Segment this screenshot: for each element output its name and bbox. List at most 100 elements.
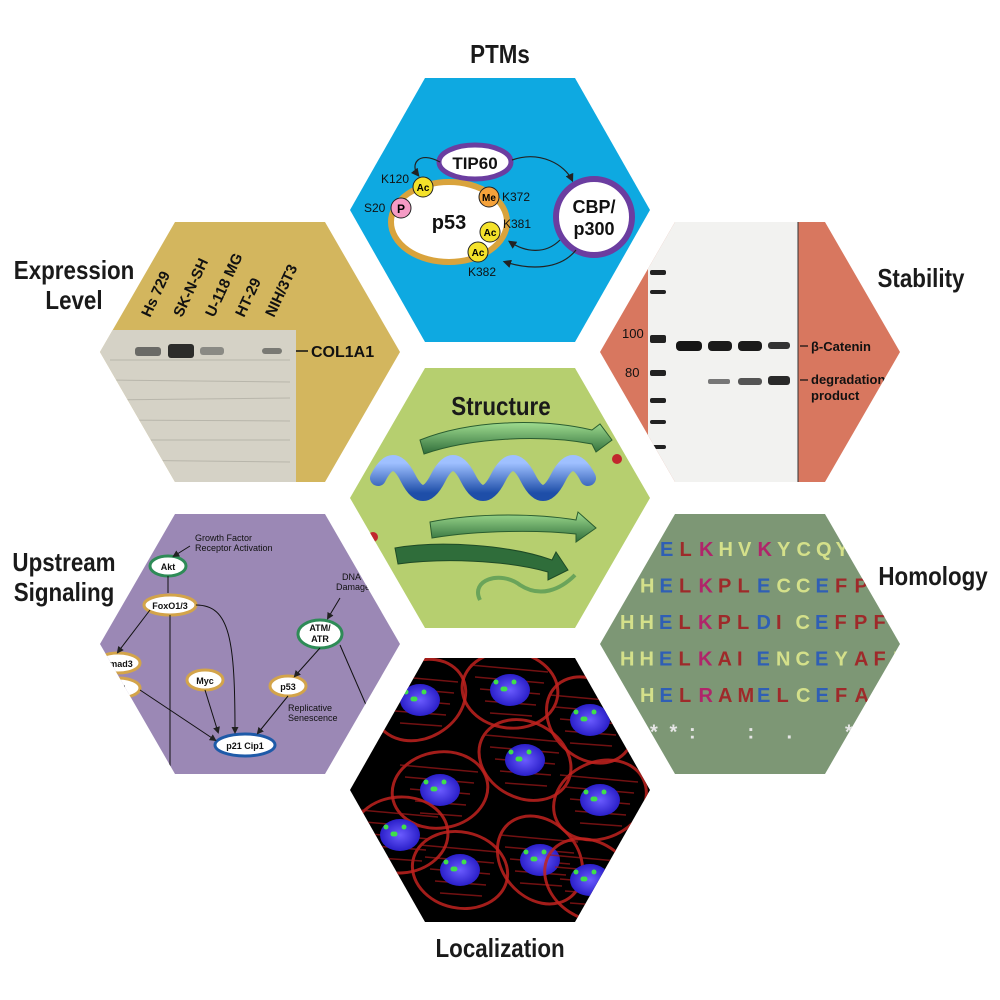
green-punctum	[511, 679, 517, 685]
green-punctum	[461, 859, 467, 865]
green-punctum	[443, 859, 449, 865]
node-growth-factor: Growth Factor	[195, 533, 252, 543]
catenin-band-2	[708, 341, 732, 351]
residue: K	[758, 539, 773, 561]
green-punctum	[591, 709, 597, 715]
nucleus	[440, 854, 480, 886]
loop-strand	[476, 573, 577, 601]
actin-fiber	[504, 782, 548, 787]
ladder-lane	[650, 270, 666, 449]
site-k372: K372	[502, 190, 530, 204]
green-punctum	[390, 831, 396, 837]
node-dna: DNA	[342, 572, 361, 582]
residue: C	[796, 576, 810, 598]
actin-fiber	[559, 774, 639, 783]
node-akt: Akt	[161, 562, 176, 572]
ac-bead-k381	[479, 221, 501, 243]
nucleus	[400, 684, 440, 716]
me-bead	[478, 186, 500, 208]
catenin-band-1	[676, 341, 702, 351]
label-ptms: PTMs	[470, 39, 530, 69]
helix	[370, 455, 596, 501]
label-upstream: Upstream Signaling	[12, 547, 115, 608]
actin-fiber	[439, 892, 483, 897]
residue: P	[718, 576, 731, 598]
residue: I	[776, 612, 782, 634]
node-myc: Myc	[196, 676, 214, 686]
residue: F	[835, 685, 847, 707]
residue: F	[874, 685, 886, 707]
ptms-panel: p53 TIP60 CBP/ p300 P Ac Me Ac Ac K120 S…	[350, 78, 650, 342]
degr-band-3	[738, 378, 762, 385]
green-punctum	[573, 709, 579, 715]
cell-body	[477, 718, 573, 802]
green-punctum	[515, 756, 521, 762]
residue: M	[738, 685, 755, 707]
residue: K	[698, 649, 713, 671]
ligand-ball-right	[612, 454, 622, 464]
residue: E	[816, 685, 829, 707]
residue: H	[640, 649, 654, 671]
localization-panel	[350, 658, 650, 922]
residue: C	[796, 612, 810, 634]
node-p21: p21 Cip1	[226, 741, 264, 751]
residue: F	[874, 612, 886, 634]
col1a1-label: COL1A1	[311, 344, 374, 361]
actin-fiber	[579, 822, 623, 827]
actin-fiber	[399, 764, 479, 773]
node-p53: p53	[280, 682, 296, 692]
residue: E	[757, 649, 770, 671]
green-punctum	[383, 824, 389, 830]
residue: L	[679, 576, 691, 598]
residue: L	[679, 649, 691, 671]
residue: C	[796, 649, 810, 671]
residue: G	[893, 612, 909, 634]
green-punctum	[591, 869, 597, 875]
upstream-panel: Growth Factor Receptor Activation Akt Fo…	[100, 514, 400, 774]
residue: K	[699, 539, 714, 561]
residue: N	[776, 649, 790, 671]
green-punctum	[421, 689, 427, 695]
residue: H	[640, 612, 654, 634]
residue: H	[719, 539, 733, 561]
green-punctum	[601, 789, 607, 795]
nucleus	[570, 704, 610, 736]
residue: *	[650, 722, 658, 744]
cbp-circle	[553, 176, 635, 258]
residue: C	[777, 576, 791, 598]
label-expression-line1: Expression	[13, 255, 135, 285]
residue: :	[865, 722, 872, 744]
stability-panel: 100 80 β-Catenin degradation product	[600, 222, 900, 482]
residue: :	[884, 722, 891, 744]
residue: N	[893, 649, 907, 671]
label-upstream-line2: Signaling	[13, 576, 115, 607]
band-lane-2	[168, 344, 194, 358]
residue: L	[680, 539, 692, 561]
green-punctum	[573, 869, 579, 875]
label-localization: Localization	[435, 933, 565, 963]
green-punctum	[430, 786, 436, 792]
structure-panel	[350, 368, 650, 628]
residue: C	[796, 685, 810, 707]
green-punctum	[401, 824, 407, 830]
cell-body	[495, 814, 585, 906]
residue: H	[620, 649, 634, 671]
cell-image	[350, 658, 648, 922]
expression-panel: Hs 729 SK-N-SH U-118 MG HT-29 NIH/3T3 CO…	[100, 222, 400, 482]
green-punctum	[583, 789, 589, 795]
site-s20: S20	[364, 201, 386, 215]
marker-80: 80	[625, 365, 639, 380]
band-lane-5	[262, 348, 282, 354]
beta-sheet-mid	[429, 511, 597, 543]
residue: E	[659, 612, 672, 634]
residue: D	[757, 612, 771, 634]
residue: E	[815, 612, 828, 634]
label-homology: Homology	[878, 561, 988, 591]
beta-sheet-low	[394, 543, 569, 581]
band-lane-3	[200, 347, 224, 355]
tip60-label: TIP60	[452, 154, 497, 173]
actin-fiber	[519, 882, 563, 887]
cell-body	[552, 758, 648, 842]
residue: E	[660, 576, 673, 598]
residue: H	[620, 612, 634, 634]
